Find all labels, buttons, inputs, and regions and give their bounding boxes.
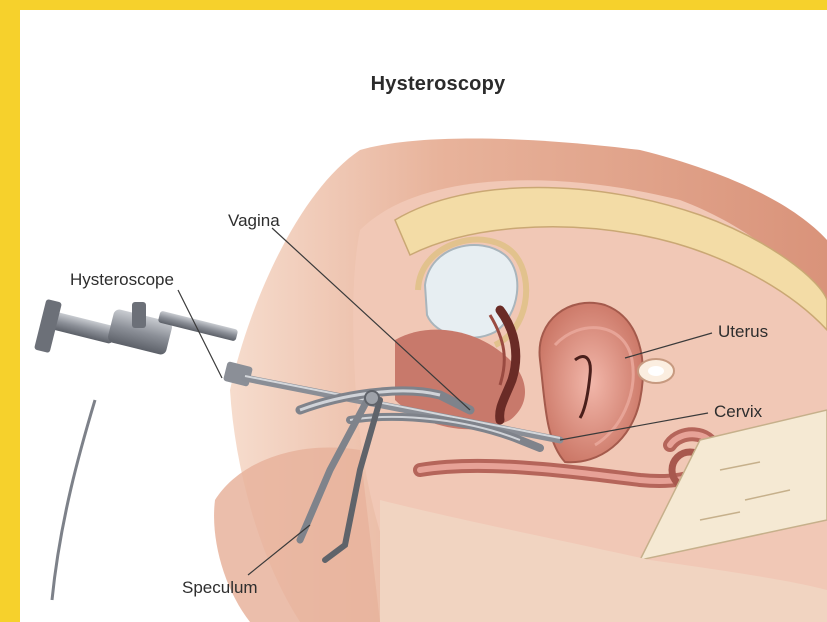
label-speculum: Speculum — [182, 578, 258, 598]
page-title: Hysteroscopy — [318, 73, 558, 96]
label-cervix: Cervix — [714, 402, 762, 422]
diagram-panel: Hysteroscopy Vagina Hysteroscope Uterus … — [20, 10, 827, 622]
label-hysteroscope: Hysteroscope — [70, 270, 174, 290]
anatomy-illustration — [20, 10, 827, 622]
label-vagina: Vagina — [228, 211, 280, 231]
label-uterus: Uterus — [718, 322, 768, 342]
